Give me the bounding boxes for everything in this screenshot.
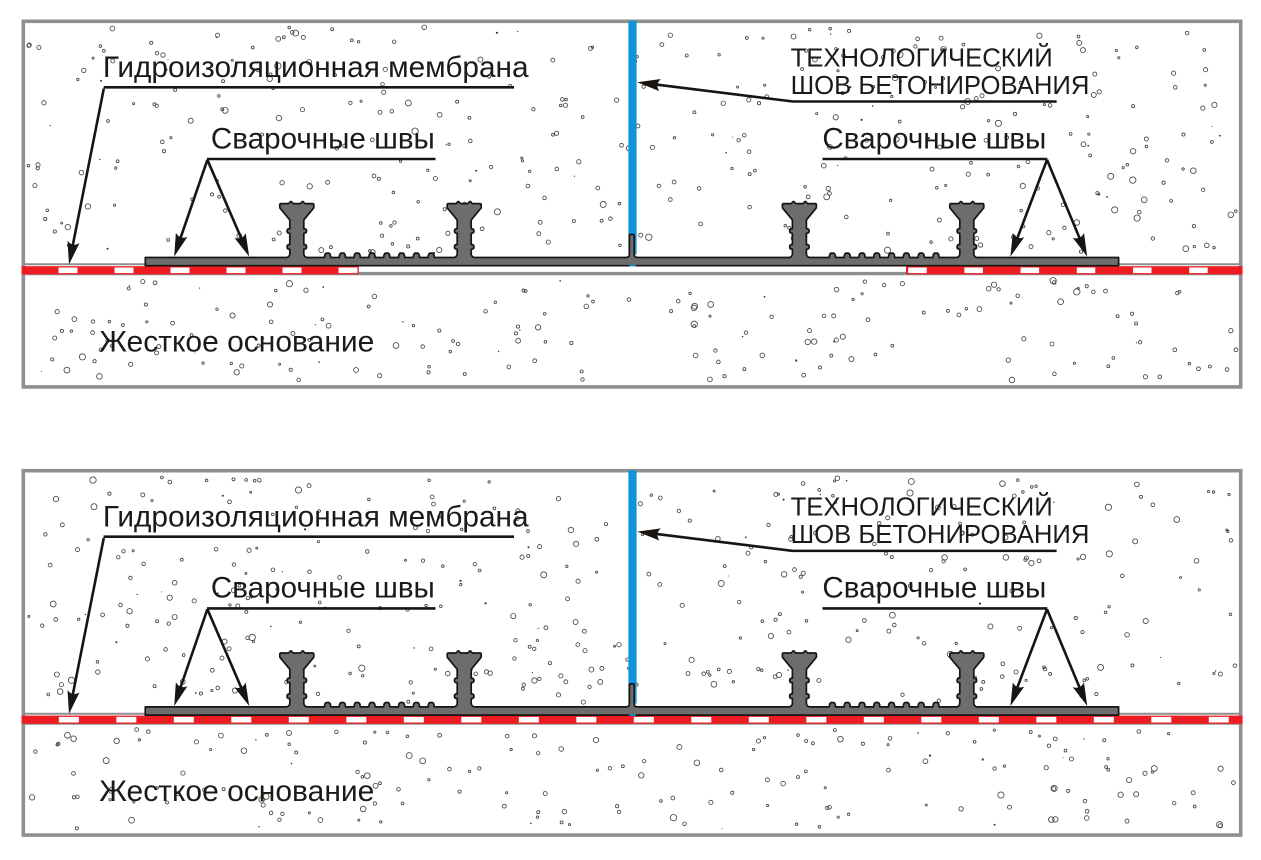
svg-text:ШОВ БЕТОНИРОВАНИЯ: ШОВ БЕТОНИРОВАНИЯ: [791, 521, 1090, 549]
svg-text:Гидроизоляционная мембрана: Гидроизоляционная мембрана: [103, 51, 529, 84]
svg-text:ТЕХНОЛОГИЧЕСКИЙ: ТЕХНОЛОГИЧЕСКИЙ: [791, 492, 1053, 522]
svg-text:Сварочные швы: Сварочные швы: [211, 122, 435, 155]
svg-text:Сварочные швы: Сварочные швы: [822, 572, 1046, 605]
svg-text:Гидроизоляционная мембрана: Гидроизоляционная мембрана: [103, 500, 529, 533]
svg-text:ШОВ БЕТОНИРОВАНИЯ: ШОВ БЕТОНИРОВАНИЯ: [791, 72, 1090, 100]
svg-text:ТЕХНОЛОГИЧЕСКИЙ: ТЕХНОЛОГИЧЕСКИЙ: [791, 42, 1053, 72]
svg-text:Сварочные швы: Сварочные швы: [211, 572, 435, 605]
svg-text:Жесткое основание: Жесткое основание: [99, 326, 374, 359]
svg-text:Жесткое основание: Жесткое основание: [99, 775, 374, 808]
svg-text:Сварочные швы: Сварочные швы: [822, 122, 1046, 155]
